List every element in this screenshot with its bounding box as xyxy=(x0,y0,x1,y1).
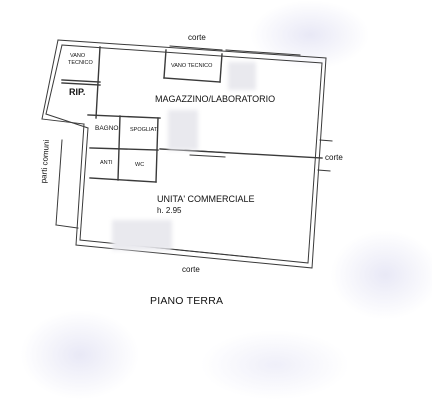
redaction-box xyxy=(228,62,256,90)
interior-wall xyxy=(61,46,323,183)
label-magazzino-laboratorio: MAGAZZINO/LABORATORIO xyxy=(155,94,276,104)
label-corte-right: corte xyxy=(325,153,343,162)
label-vano-tecnico-left: VANO xyxy=(70,53,86,59)
plan-title: PIANO TERRA xyxy=(150,295,224,307)
label-unita-commerciale: UNITA' COMMERCIALE xyxy=(157,194,255,204)
door-marks xyxy=(55,45,333,259)
label-height: h. 2.95 xyxy=(157,206,182,215)
label-anti: ANTI xyxy=(100,160,113,166)
label-vano-tecnico-top: VANO TECNICO xyxy=(171,63,213,69)
label-vano-tecnico-left: TECNICO xyxy=(68,60,93,66)
redaction-box xyxy=(112,220,172,250)
redaction-box xyxy=(168,110,198,150)
label-bagno: BAGNO xyxy=(95,125,119,132)
label-wc: WC xyxy=(135,162,145,168)
label-corte-bottom: corte xyxy=(182,265,200,274)
label-rip: RIP. xyxy=(69,87,86,97)
outer-wall xyxy=(41,39,327,269)
label-spogliatoio: SPOGLIAT. xyxy=(130,127,159,133)
label-corte-top: corte xyxy=(188,33,206,42)
